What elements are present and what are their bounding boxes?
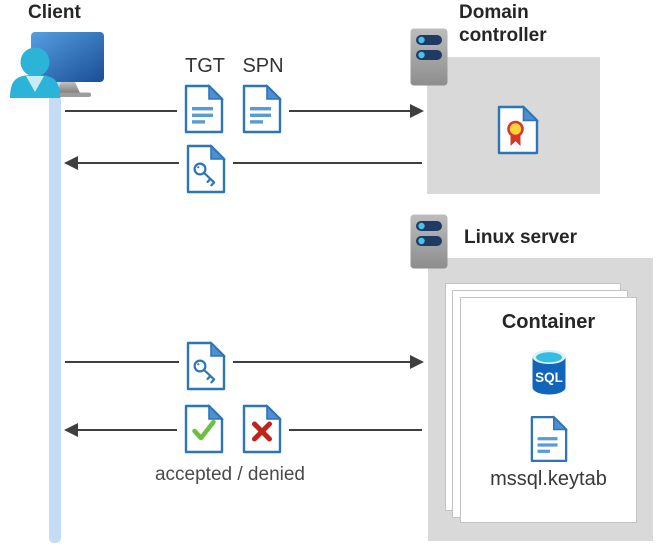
domain-controller-server-icon: [410, 28, 448, 86]
arrow-dc-to-client: [64, 156, 422, 170]
denied-document-icon: [241, 404, 283, 454]
result-label: accepted / denied: [154, 464, 305, 485]
client-label: Client: [28, 2, 81, 23]
spn-document-icon: [241, 84, 283, 134]
client-workstation-icon: [6, 26, 108, 98]
linux-server-icon: [410, 214, 448, 269]
keytab-file-label: mssql.keytab: [490, 468, 607, 490]
spn-label: SPN: [242, 55, 284, 77]
tgt-document-icon: [183, 84, 225, 134]
svg-text:SQL: SQL: [535, 370, 563, 385]
sql-database-icon: SQL: [530, 348, 568, 396]
accepted-document-icon: [183, 404, 225, 454]
linux-server-label: Linux server: [464, 227, 577, 248]
container-label: Container: [501, 311, 596, 333]
tgt-label: TGT: [185, 55, 225, 77]
arrow-client-to-server: [65, 355, 424, 369]
key-ticket-icon: [185, 144, 227, 194]
domain-controller-label: Domain controller: [459, 2, 547, 46]
keytab-file-icon: [529, 414, 569, 464]
key-ticket-icon: [185, 341, 227, 391]
container-card: Container SQL mssql.keytab: [460, 297, 637, 523]
certificate-icon: [496, 105, 540, 155]
client-lifeline: [49, 80, 61, 543]
